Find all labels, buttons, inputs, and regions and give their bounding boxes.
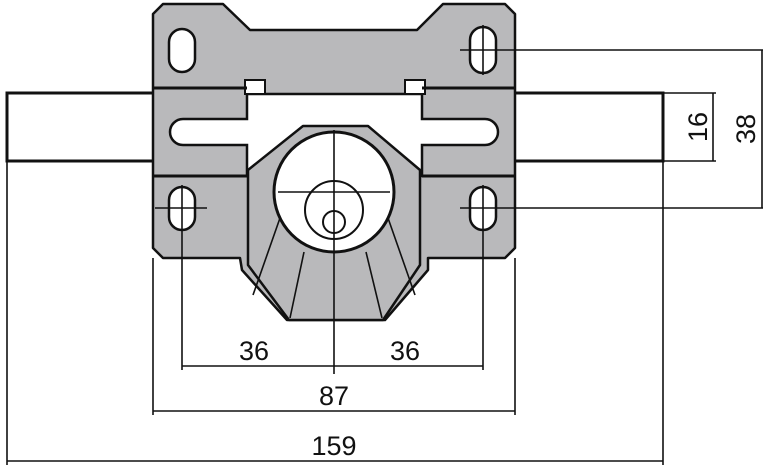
tab-left — [244, 79, 266, 95]
housing-facet — [289, 251, 305, 319]
mounting-hole — [167, 27, 197, 74]
dimension-label-left-36: 36 — [239, 336, 269, 366]
housing-facet — [387, 217, 416, 296]
dimension-label-38: 38 — [731, 114, 761, 144]
dimension-label-right-36: 36 — [390, 336, 420, 366]
housing-facet — [365, 251, 383, 319]
dimension-label-159: 159 — [311, 431, 356, 461]
housing-facet — [252, 217, 281, 296]
dimension-label-16: 16 — [683, 112, 713, 142]
dimension-label-87: 87 — [319, 381, 349, 411]
